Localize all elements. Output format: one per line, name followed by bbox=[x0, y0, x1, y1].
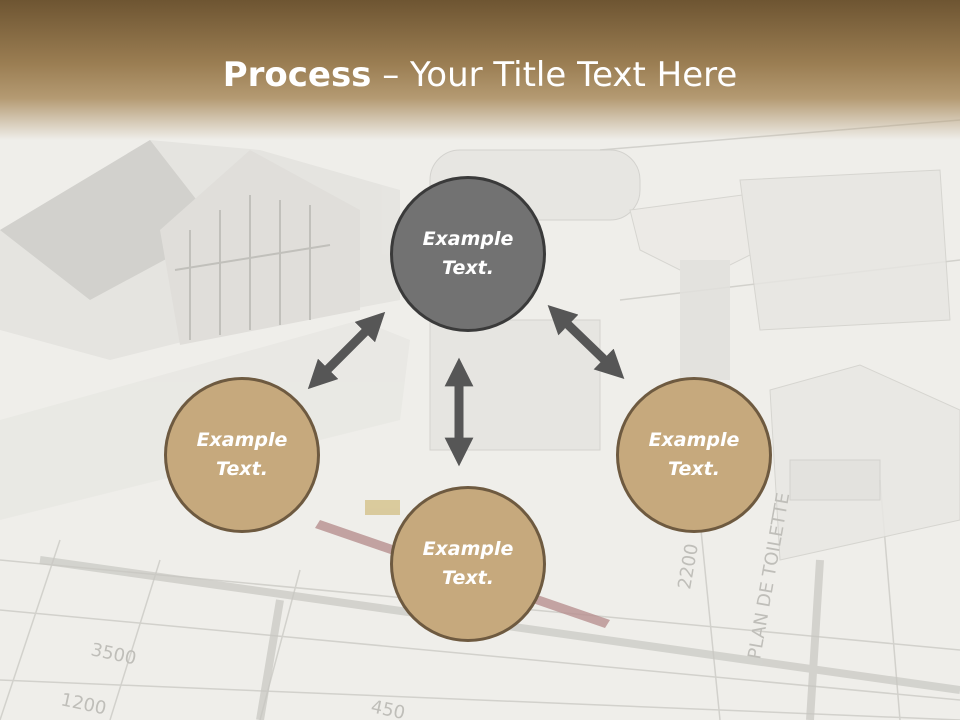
left-line2: Text. bbox=[216, 458, 268, 480]
slide-title: Process – Your Title Text Here bbox=[0, 50, 960, 100]
center-line1: Example bbox=[422, 228, 514, 250]
center-line2: Text. bbox=[442, 257, 494, 279]
title-rest: – Your Title Text Here bbox=[371, 55, 738, 95]
left-circle[interactable]: Example Text. bbox=[164, 377, 320, 533]
center-circle[interactable]: Example Text. bbox=[390, 176, 546, 332]
arrow-right bbox=[547, 305, 625, 379]
bottom-line2: Text. bbox=[442, 567, 494, 589]
bottom-line1: Example bbox=[422, 538, 514, 560]
bottom-circle[interactable]: Example Text. bbox=[390, 486, 546, 642]
left-line1: Example bbox=[196, 429, 288, 451]
svg-text:450: 450 bbox=[369, 696, 407, 720]
title-bar bbox=[0, 0, 960, 140]
title-bold: Process bbox=[222, 55, 372, 95]
right-line2: Text. bbox=[668, 458, 720, 480]
right-line1: Example bbox=[648, 429, 740, 451]
right-circle[interactable]: Example Text. bbox=[616, 377, 772, 533]
arrow-left bbox=[307, 311, 386, 390]
